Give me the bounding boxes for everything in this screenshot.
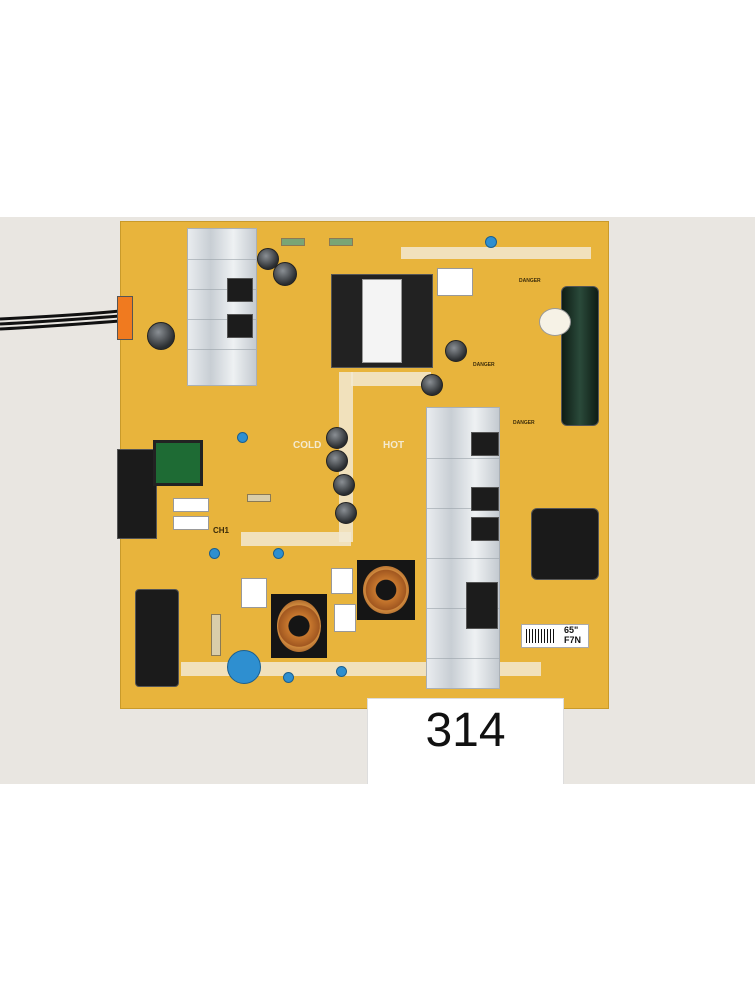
relay-box-2 [331, 568, 353, 594]
resistor-3 [329, 238, 353, 246]
blue-cap-5 [336, 666, 347, 677]
x-capacitor-white [539, 308, 571, 336]
resistor-1 [247, 494, 271, 502]
model-code: F7N [564, 635, 582, 645]
mosfet-left-2 [227, 314, 253, 338]
blue-cap-large [227, 650, 261, 684]
model-size: 65" [564, 625, 579, 635]
resistor-2 [281, 238, 305, 246]
relay-box-5 [173, 516, 209, 530]
transformer-main [331, 274, 433, 368]
electrolytic-cap-3 [147, 322, 175, 350]
fuse [211, 614, 221, 656]
mosfet-right-2 [471, 487, 499, 511]
model-label: 65" F7N [521, 624, 589, 648]
transformer-right [531, 508, 599, 580]
filter-choke-green [153, 440, 203, 486]
electrolytic-cap-8 [445, 340, 467, 362]
hot-label: HOT [383, 440, 405, 451]
danger-label-2: DANGER [473, 362, 495, 368]
toroid-inductor-2 [357, 560, 415, 620]
silkscreen-hot-region [351, 372, 431, 386]
mosfet-right-1 [471, 432, 499, 456]
blue-cap-3 [209, 548, 220, 559]
electrolytic-cap-7 [335, 502, 357, 524]
photo-background: 65" F7N COLD HOT CH1 DANGER DANGER DANGE… [0, 217, 755, 784]
electrolytic-cap-2 [273, 262, 297, 286]
electrolytic-cap-1 [257, 248, 279, 270]
relay-box-3 [334, 604, 356, 632]
connector-cn-left [117, 449, 157, 539]
number-tag: 314 [367, 698, 564, 784]
danger-label-3: DANGER [513, 420, 535, 426]
relay-box-1 [241, 578, 267, 608]
mosfet-right-3 [471, 517, 499, 541]
blue-cap-2 [237, 432, 248, 443]
toroid-inductor-1 [271, 594, 327, 658]
tag-number: 314 [425, 704, 506, 757]
blue-cap-4 [273, 548, 284, 559]
bulk-capacitor [561, 286, 599, 426]
electrolytic-cap-6 [333, 474, 355, 496]
mosfet-left-1 [227, 278, 253, 302]
power-supply-board: 65" F7N COLD HOT CH1 DANGER DANGER DANGE… [117, 221, 609, 709]
silkscreen-top-band [401, 247, 591, 259]
cable-wires [0, 309, 121, 331]
electrolytic-cap-9 [421, 374, 443, 396]
silkscreen-diagonal [241, 532, 351, 546]
connector-orange [117, 296, 133, 340]
barcode-icon [526, 629, 556, 643]
electrolytic-cap-4 [326, 427, 348, 449]
connector-ac-input [135, 589, 179, 687]
electrolytic-cap-5 [326, 450, 348, 472]
ch1-label: CH1 [213, 526, 230, 535]
danger-label-1: DANGER [519, 278, 541, 284]
relay-box-6 [437, 268, 473, 296]
blue-cap-1 [485, 236, 497, 248]
cold-label: COLD [293, 440, 322, 451]
blue-cap-6 [283, 672, 294, 683]
relay-box-4 [173, 498, 209, 512]
mosfet-right-4 [466, 582, 498, 629]
heatsink-left [187, 228, 257, 386]
